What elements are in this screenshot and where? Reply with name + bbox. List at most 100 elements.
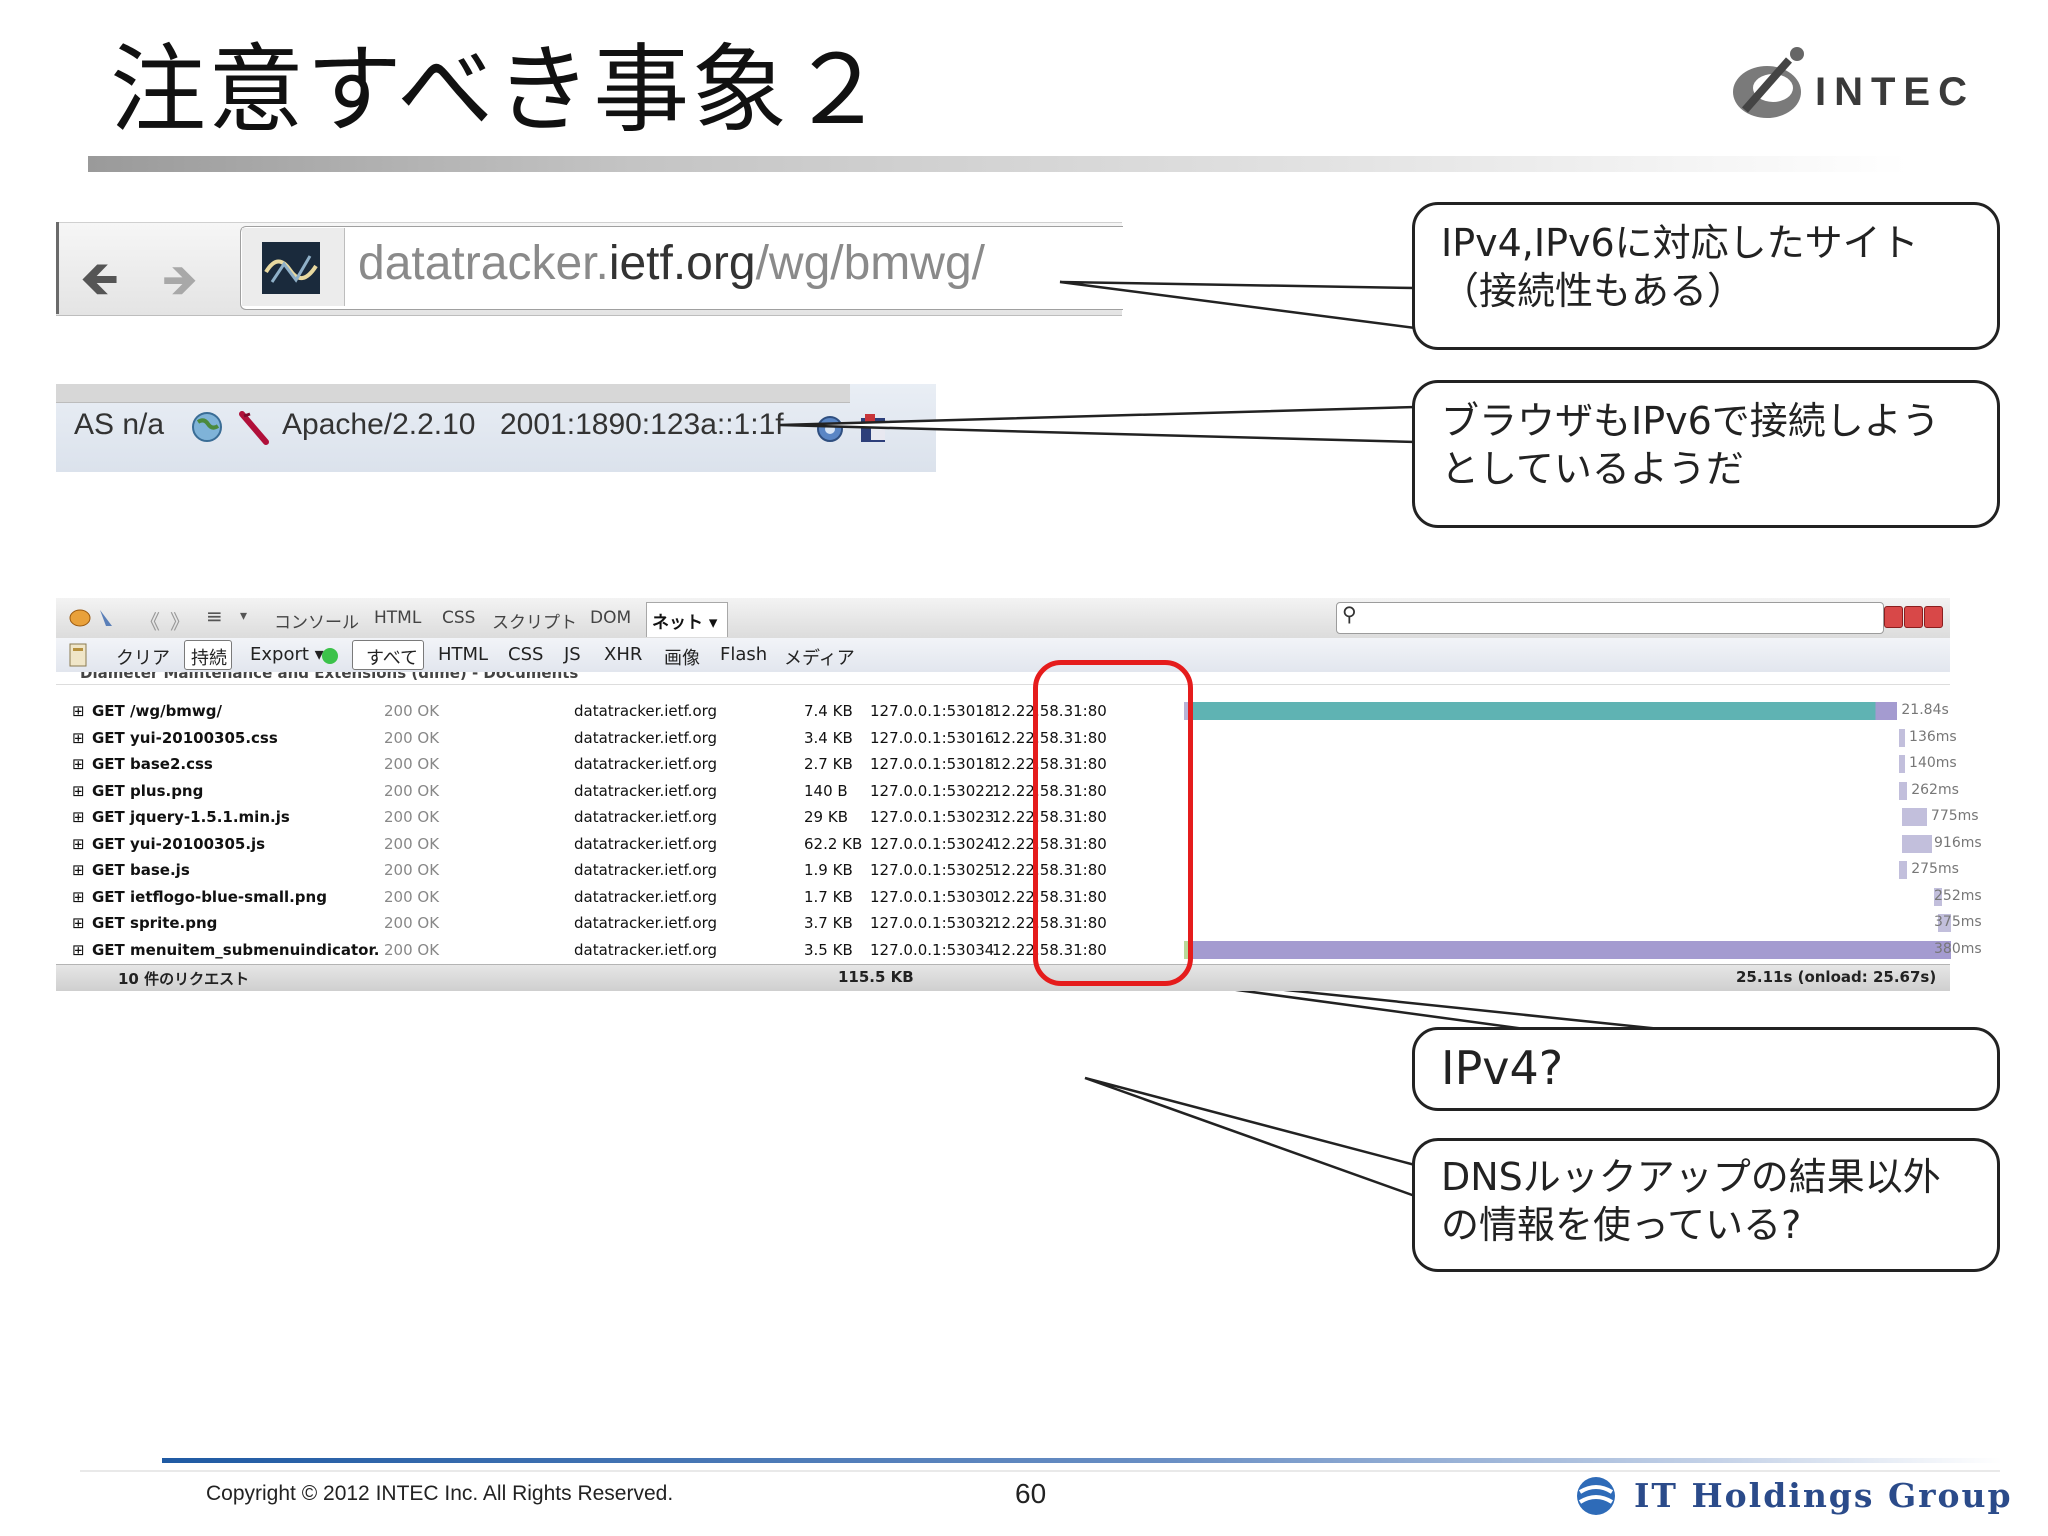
tab-console[interactable]: コンソール bbox=[274, 613, 359, 633]
callout-browser-line2: としているようだ bbox=[1441, 447, 1744, 491]
it-holdings-logo-icon bbox=[1577, 1477, 1615, 1515]
expand-toggle-icon[interactable]: ⊞ bbox=[72, 781, 85, 800]
timeline-time: 252ms bbox=[1934, 887, 1982, 904]
nav-forward-icon[interactable]: 》 bbox=[170, 610, 190, 634]
timeline-time: 775ms bbox=[1930, 808, 1979, 824]
menu-list-icon[interactable]: ≡ bbox=[206, 604, 223, 628]
request-domain: datatracker.ietf.org bbox=[574, 755, 718, 773]
persist-button[interactable]: 持続 bbox=[191, 648, 227, 669]
filter-flash[interactable]: Flash bbox=[720, 644, 768, 665]
feather-icon[interactable] bbox=[238, 410, 270, 446]
timeline-bar bbox=[1934, 887, 1943, 906]
tab-html[interactable]: HTML bbox=[374, 608, 422, 628]
callout-browser-line1: ブラウザもIPv6で接続しよう bbox=[1441, 399, 1940, 443]
url-text[interactable]: datatracker.ietf.org/wg/bmwg/ bbox=[358, 236, 985, 291]
expand-toggle-icon[interactable]: ⊞ bbox=[72, 702, 85, 720]
filter-css[interactable]: CSS bbox=[508, 644, 544, 665]
timeline-bar bbox=[1184, 702, 1898, 720]
request-size: 3.4 KB bbox=[804, 728, 853, 747]
request-domain: datatracker.ietf.org bbox=[574, 781, 718, 800]
callout-dualstack-line1: IPv4,IPv6に対応したサイト bbox=[1441, 221, 1919, 265]
copyright-text: Copyright © 2012 INTEC Inc. All Rights R… bbox=[206, 1482, 674, 1505]
request-url: GET yui-20100305.js bbox=[92, 834, 266, 853]
expand-toggle-icon[interactable]: ⊞ bbox=[72, 914, 85, 932]
request-local-ip: 127.0.0.1:53016 bbox=[870, 728, 995, 747]
footer-shadow bbox=[80, 1470, 2000, 1472]
request-status: 200 OK bbox=[384, 834, 440, 853]
timeline-bar bbox=[1899, 728, 1906, 747]
callout-ipv4-question: IPv4? bbox=[1412, 1027, 2000, 1111]
filter-all[interactable]: すべて bbox=[366, 648, 419, 669]
url-field[interactable] bbox=[240, 226, 1123, 310]
request-local-ip: 127.0.0.1:53018 bbox=[870, 755, 995, 773]
expand-toggle-icon[interactable]: ⊞ bbox=[72, 887, 85, 906]
minimize-button[interactable] bbox=[1884, 606, 1903, 628]
firebug-search-input[interactable] bbox=[1336, 602, 1884, 634]
timeline-bar bbox=[1899, 861, 1908, 879]
callout-dualstack-line2: （接続性もある） bbox=[1441, 269, 1746, 313]
tab-script[interactable]: スクリプト bbox=[492, 613, 577, 633]
summary-count: 10 件のリクエスト bbox=[118, 970, 250, 988]
tab-css[interactable]: CSS bbox=[442, 608, 476, 628]
status-ip: 2001:1890:123a::1:1f bbox=[500, 408, 784, 441]
detach-button[interactable] bbox=[1904, 606, 1923, 628]
request-local-ip: 127.0.0.1:53030 bbox=[870, 887, 995, 906]
timeline-bar bbox=[1899, 781, 1908, 800]
timeline-bar bbox=[1902, 808, 1927, 826]
filter-media[interactable]: メディア bbox=[784, 648, 855, 669]
tab-net[interactable]: ネット ▾ bbox=[652, 613, 718, 633]
expand-toggle-icon[interactable]: ⊞ bbox=[72, 861, 85, 879]
request-url: GET ietflogo-blue-small.png bbox=[92, 887, 327, 906]
request-url: GET jquery-1.5.1.min.js bbox=[92, 808, 290, 826]
request-url: GET base2.css bbox=[92, 755, 213, 773]
clear-button[interactable]: クリア bbox=[116, 648, 170, 669]
filter-images[interactable]: 画像 bbox=[664, 648, 700, 669]
filter-js[interactable]: JS bbox=[564, 644, 581, 665]
request-size: 29 KB bbox=[804, 808, 848, 826]
url-path: /wg/bmwg/ bbox=[755, 237, 985, 290]
filter-html[interactable]: HTML bbox=[438, 644, 489, 665]
firebug-bug-icon[interactable] bbox=[66, 604, 124, 632]
expand-toggle-icon[interactable]: ⊞ bbox=[72, 755, 85, 773]
request-local-ip: 127.0.0.1:53034 bbox=[870, 940, 995, 959]
filter-xhr[interactable]: XHR bbox=[604, 644, 643, 665]
request-local-ip: 127.0.0.1:53022 bbox=[870, 781, 995, 800]
request-status: 200 OK bbox=[384, 728, 440, 747]
expand-toggle-icon[interactable]: ⊞ bbox=[72, 808, 85, 826]
request-summary-row: 10 件のリクエスト 115.5 KB 25.11s (onload: 25.6… bbox=[56, 964, 1950, 991]
request-remote-ip: 12.22.58.31:80 bbox=[992, 728, 1107, 747]
expand-toggle-icon[interactable]: ⊞ bbox=[72, 728, 85, 747]
globe-icon[interactable] bbox=[190, 410, 224, 444]
cut-off-row-text: Diameter Maintenance and Extensions (dim… bbox=[80, 672, 579, 682]
nav-back-icon[interactable]: 《 bbox=[140, 610, 160, 634]
request-url: GET yui-20100305.css bbox=[92, 728, 278, 747]
expand-toggle-icon[interactable]: ⊞ bbox=[72, 834, 85, 853]
menu-dropdown-icon[interactable]: ▾ bbox=[240, 608, 248, 624]
close-button[interactable] bbox=[1924, 606, 1943, 628]
navbar-edge bbox=[56, 222, 59, 314]
back-arrow-icon[interactable]: 🡸 bbox=[80, 251, 119, 307]
callout-dns-question: DNSルックアップの結果以外 の情報を使っている? bbox=[1412, 1138, 2000, 1272]
expand-toggle-icon[interactable]: ⊞ bbox=[72, 940, 85, 959]
request-status: 200 OK bbox=[384, 914, 440, 932]
forward-arrow-icon[interactable]: 🡺 bbox=[162, 255, 198, 306]
tab-dom[interactable]: DOM bbox=[590, 608, 632, 628]
export-button[interactable]: Export ▾ bbox=[250, 644, 324, 665]
callout-dns-line2: の情報を使っている? bbox=[1441, 1203, 1802, 1247]
request-size: 62.2 KB bbox=[804, 834, 863, 853]
intec-logo-text: INTEC bbox=[1815, 70, 1975, 114]
cut-off-row: Diameter Maintenance and Extensions (dim… bbox=[56, 672, 1950, 685]
request-domain: datatracker.ietf.org bbox=[574, 887, 718, 906]
callout-dns-line1: DNSルックアップの結果以外 bbox=[1441, 1155, 1941, 1199]
